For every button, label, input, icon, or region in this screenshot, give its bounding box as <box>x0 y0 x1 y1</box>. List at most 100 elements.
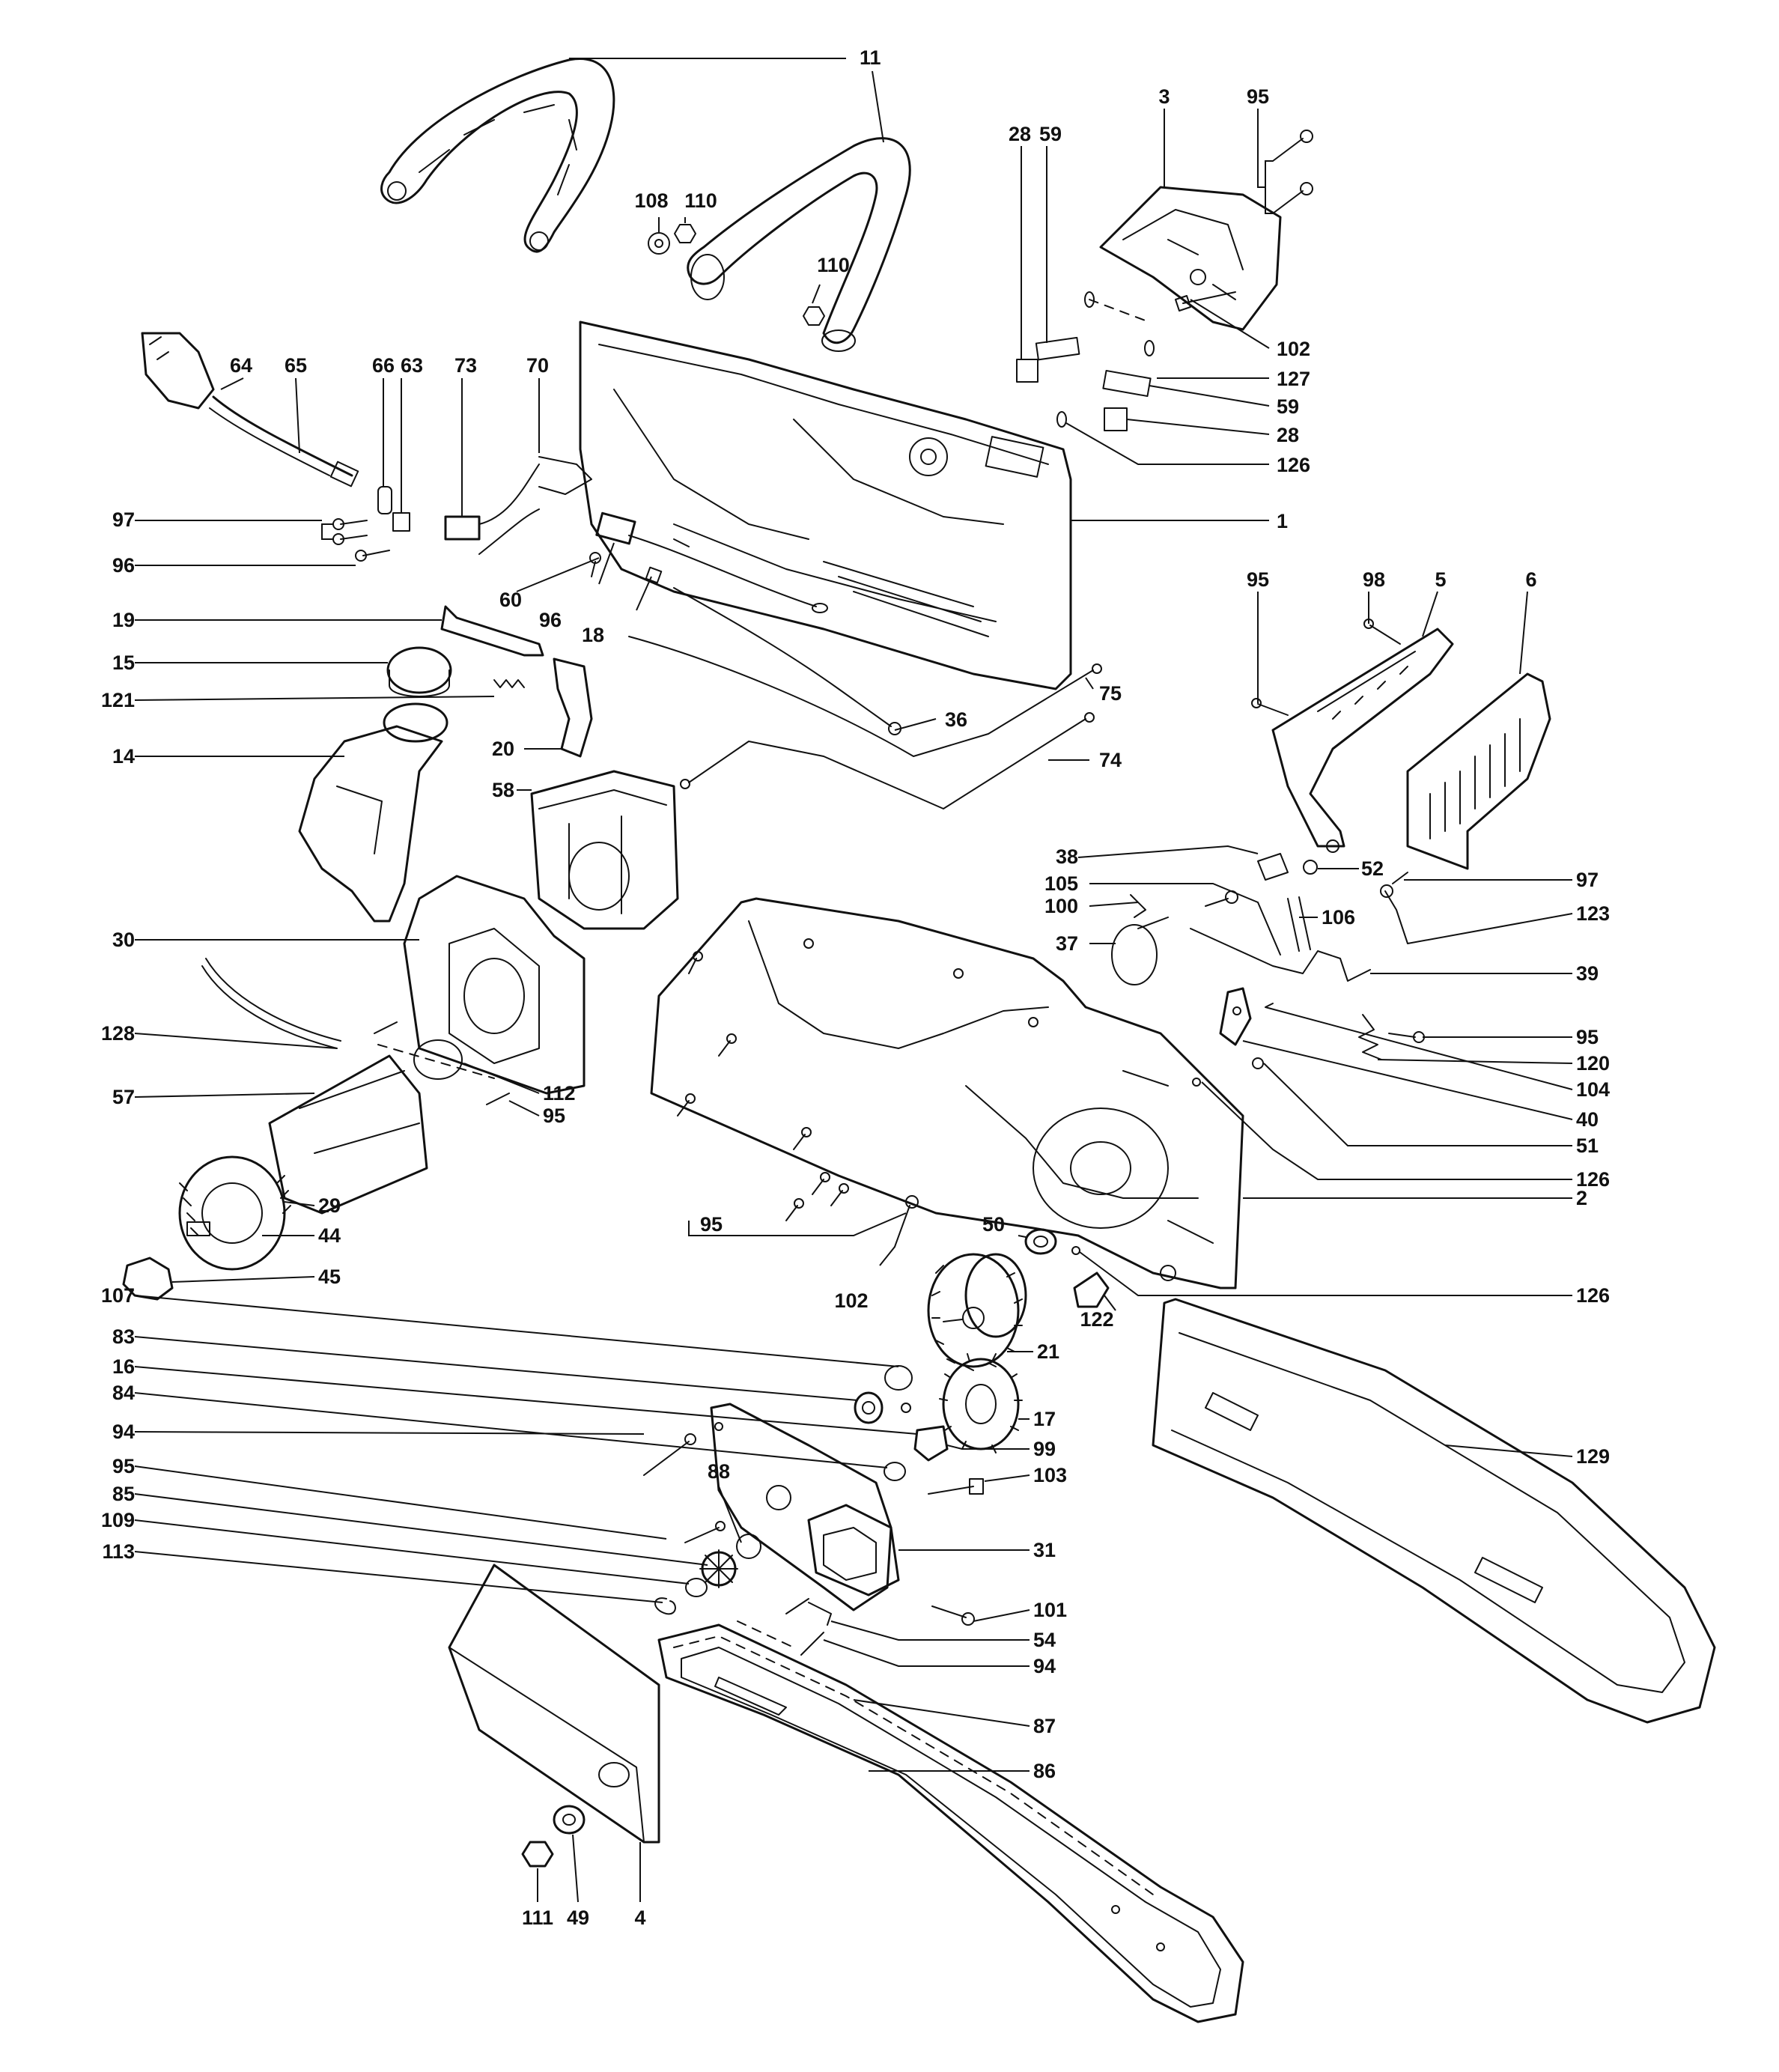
seal-84 <box>884 1462 906 1481</box>
label-20: 20 <box>492 738 514 760</box>
rod-74 <box>688 718 1086 809</box>
label-94-a: 94 <box>112 1421 135 1443</box>
label-74: 74 <box>1099 749 1122 771</box>
label-59-top: 59 <box>1039 123 1062 145</box>
label-65: 65 <box>285 354 307 377</box>
label-17: 17 <box>1033 1408 1056 1430</box>
label-112: 112 <box>543 1082 576 1105</box>
label-87: 87 <box>1033 1715 1056 1737</box>
cap-122 <box>1073 1272 1110 1308</box>
star-wheel-85 <box>699 1549 738 1588</box>
label-96-left: 96 <box>112 554 135 577</box>
label-11-top: 11 <box>860 46 881 69</box>
label-85: 85 <box>112 1483 135 1505</box>
label-109: 109 <box>101 1509 135 1531</box>
saw-chain-87 <box>657 1623 1244 2023</box>
brush-59-b <box>1102 369 1152 398</box>
label-39: 39 <box>1576 962 1599 985</box>
lower-housing-2 <box>650 897 1244 1289</box>
inner-plate <box>710 1403 892 1611</box>
label-63: 63 <box>401 354 423 377</box>
label-104: 104 <box>1576 1078 1610 1101</box>
label-73: 73 <box>454 354 477 377</box>
label-18: 18 <box>582 624 604 646</box>
spring-121 <box>493 679 525 688</box>
label-102-top: 102 <box>1277 338 1310 360</box>
pin-126-mid <box>1192 1078 1201 1087</box>
lever-39 <box>1190 928 1371 982</box>
label-121: 121 <box>101 689 135 711</box>
label-105: 105 <box>1044 872 1078 895</box>
label-28-mid: 28 <box>1277 424 1299 446</box>
label-70: 70 <box>526 354 549 377</box>
top-cover <box>1099 186 1282 331</box>
nut-88 <box>736 1534 761 1559</box>
spring-123 <box>1384 890 1408 944</box>
pin-126-top <box>1056 411 1067 428</box>
label-14: 14 <box>112 745 135 768</box>
rod-75 <box>628 636 1094 757</box>
label-4: 4 <box>634 1907 645 1929</box>
screw-101 <box>931 1605 967 1618</box>
label-95-lower: 95 <box>112 1455 135 1477</box>
label-31: 31 <box>1033 1539 1056 1561</box>
nut-51 <box>1252 1057 1264 1069</box>
label-58: 58 <box>492 779 514 801</box>
label-19: 19 <box>112 609 135 631</box>
label-30: 30 <box>112 929 135 951</box>
label-103: 103 <box>1033 1464 1067 1486</box>
brush-59-a <box>1035 336 1080 361</box>
label-122: 122 <box>1080 1308 1113 1331</box>
screw-102-top <box>1182 291 1236 304</box>
stator-58 <box>530 770 679 930</box>
label-96-mid: 96 <box>539 609 562 631</box>
rear-handle-piece-5 <box>1271 628 1454 853</box>
bracket-19 <box>440 605 544 657</box>
nut-18 <box>645 566 663 584</box>
ring-112 <box>413 1039 463 1080</box>
label-1: 1 <box>1277 510 1288 532</box>
washer-107 <box>884 1365 913 1391</box>
washer-52 <box>1303 860 1318 875</box>
leader-lines <box>134 58 1573 1903</box>
label-126-low: 126 <box>1576 1284 1610 1307</box>
washer-49 <box>553 1805 586 1835</box>
screw-94-b <box>785 1598 824 1656</box>
screw-95-motor <box>374 1021 510 1105</box>
screws-97-96-left <box>332 518 390 562</box>
label-107: 107 <box>101 1284 135 1307</box>
label-29: 29 <box>318 1194 341 1217</box>
label-15: 15 <box>112 651 135 674</box>
oil-tank-14 <box>298 702 448 923</box>
nut-110-a <box>674 224 696 243</box>
nut-111 <box>521 1841 554 1868</box>
main-housing <box>579 320 1072 690</box>
label-5: 5 <box>1435 568 1446 591</box>
front-handle-guard <box>380 58 615 253</box>
wire-70 <box>478 456 592 555</box>
washer-109 <box>685 1578 708 1597</box>
label-21: 21 <box>1037 1340 1059 1363</box>
label-98: 98 <box>1363 568 1385 591</box>
label-64: 64 <box>230 354 252 377</box>
label-101: 101 <box>1033 1599 1067 1621</box>
label-126-top: 126 <box>1277 454 1310 476</box>
part-number-labels: 11 3 95 28 59 108 110 110 102 127 59 28 … <box>101 46 1610 1929</box>
label-60: 60 <box>499 589 522 611</box>
label-99: 99 <box>1033 1438 1056 1460</box>
bushing-45 <box>122 1257 174 1301</box>
bearing-83 <box>854 1391 884 1424</box>
label-128: 128 <box>101 1022 135 1045</box>
guide-bar-86 <box>681 1647 1221 2008</box>
label-97-left: 97 <box>112 508 135 531</box>
label-16: 16 <box>112 1355 135 1378</box>
label-59-mid: 59 <box>1277 395 1299 418</box>
spring-100 <box>1130 894 1146 918</box>
guide-bar-129 <box>1152 1298 1716 1724</box>
label-110-a: 110 <box>684 189 717 212</box>
vent-cover-6 <box>1406 672 1551 870</box>
label-123: 123 <box>1576 902 1610 925</box>
brush-holder-28-a <box>1016 359 1038 383</box>
pin-54 <box>808 1602 832 1626</box>
